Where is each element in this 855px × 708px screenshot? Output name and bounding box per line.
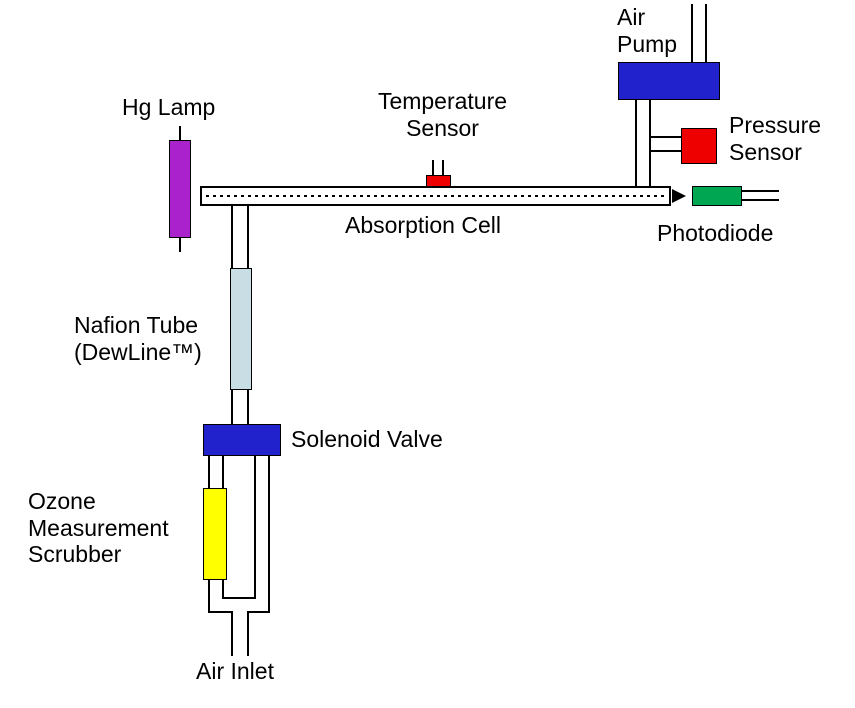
absorption-cell-body (200, 186, 671, 206)
pump-to-cell-pipe (635, 100, 651, 186)
absorption-cell-label: Absorption Cell (345, 212, 501, 238)
temperature-sensor-body (426, 175, 451, 187)
hg-lamp-body (169, 140, 191, 238)
nafion-tube-body (230, 268, 252, 390)
temp-sensor-pins (432, 160, 444, 175)
photodiode-body (692, 186, 742, 206)
photodiode-label: Photodiode (657, 220, 774, 246)
solenoid-valve-label: Solenoid Valve (291, 426, 443, 452)
air-pump-body (618, 62, 720, 100)
pressure-sensor-stub-pipe (650, 136, 681, 152)
air-inlet-label: Air Inlet (196, 658, 274, 684)
pressure-sensor-body (681, 128, 717, 164)
ozone-scrubber-label: Ozone Measurement Scrubber (28, 488, 169, 568)
pressure-sensor-label: Pressure Sensor (729, 112, 822, 165)
nafion-to-valve-pipe (231, 390, 249, 424)
bypass-branch-outer-line (247, 456, 270, 656)
temperature-sensor-label: Temperature Sensor (377, 88, 508, 141)
hg-lamp-label: Hg Lamp (122, 94, 216, 120)
ozone-scrubber-body (203, 488, 227, 580)
cell-to-nafion-pipe (231, 206, 249, 268)
air-pump-label: Air Pump (617, 4, 678, 57)
beam-arrow-icon (672, 189, 686, 203)
photodiode-leads (742, 190, 779, 201)
nafion-tube-label: Nafion Tube (DewLine™) (74, 312, 202, 365)
air-pump-exhaust-lines (691, 4, 707, 62)
solenoid-valve-body (203, 424, 281, 456)
branch-inner-lines (222, 456, 256, 599)
